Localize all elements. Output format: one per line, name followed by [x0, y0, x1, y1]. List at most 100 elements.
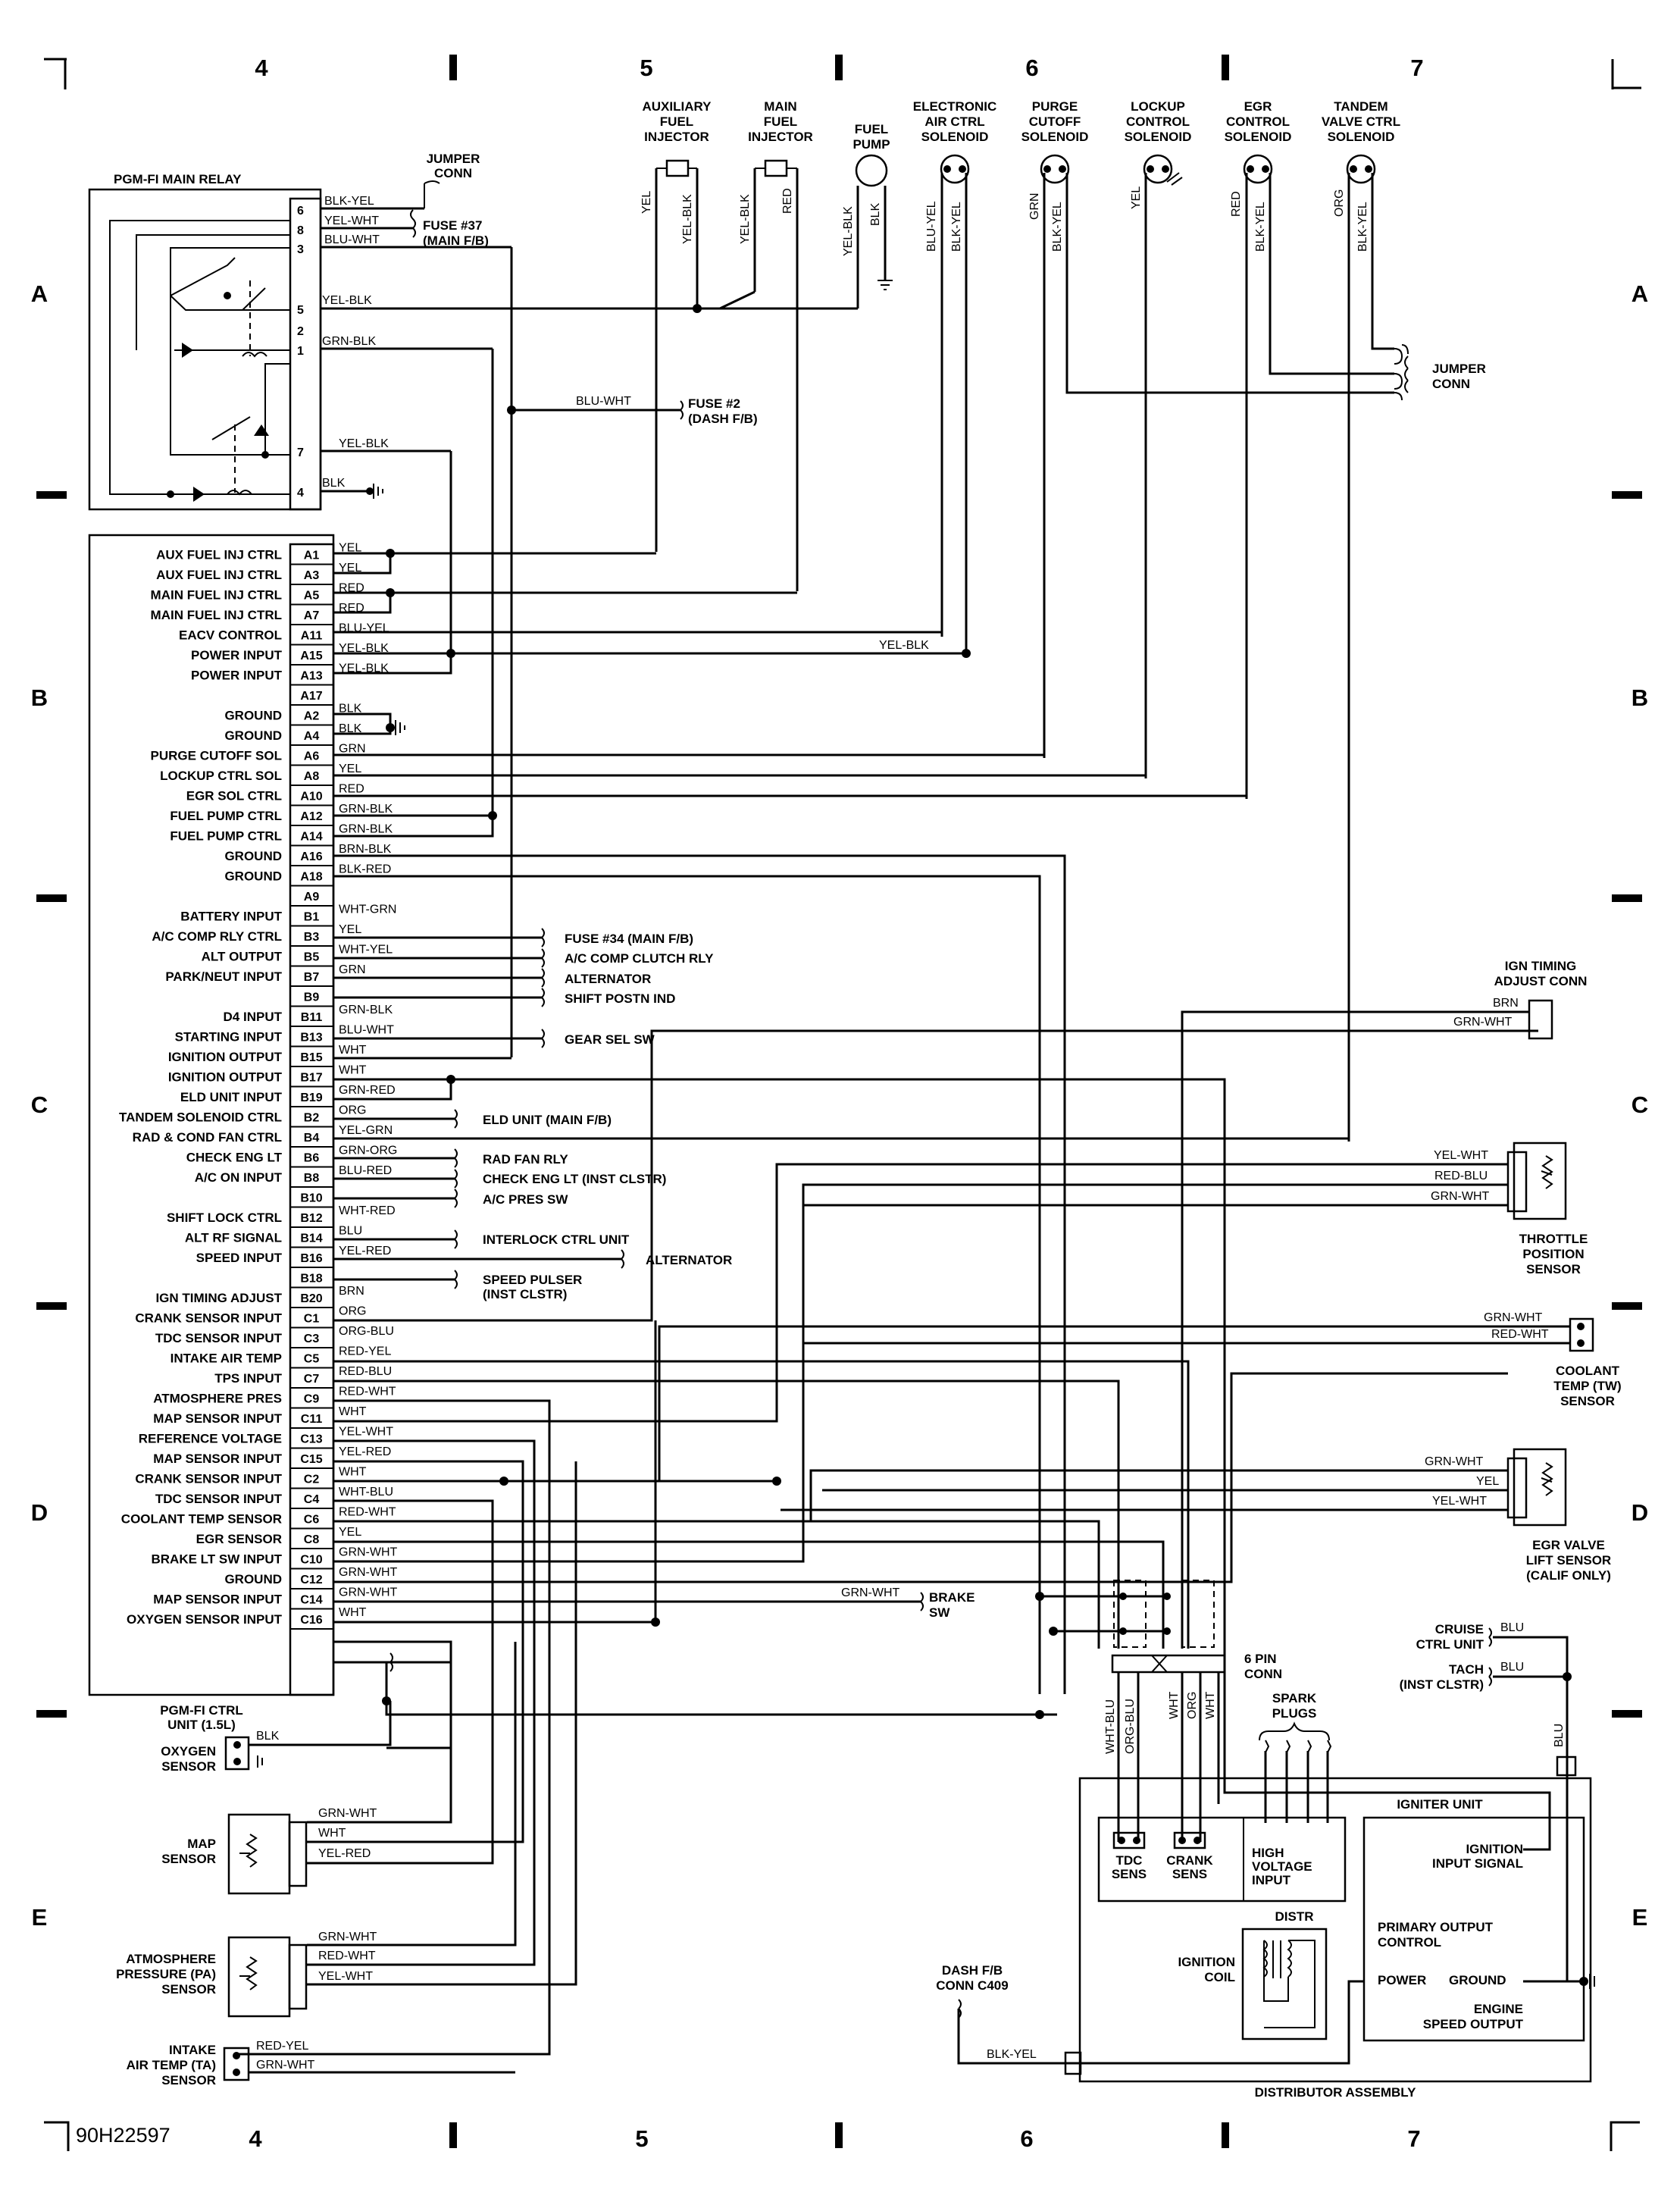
- svg-text:GRN-WHT: GRN-WHT: [318, 1807, 377, 1820]
- svg-text:ATMOSPHERE: ATMOSPHERE: [126, 1952, 216, 1966]
- ecu-pin-wire-color: YEL: [339, 541, 361, 554]
- frame-markers: [36, 55, 1642, 2151]
- svg-text:YEL-WHT: YEL-WHT: [1432, 1495, 1487, 1508]
- svg-text:CRUISE: CRUISE: [1435, 1622, 1484, 1636]
- svg-text:YEL-BLK: YEL-BLK: [681, 194, 694, 244]
- svg-text:GRN-WHT: GRN-WHT: [1431, 1190, 1490, 1203]
- ecu-pin-wire-color: BLK-RED: [339, 863, 391, 875]
- svg-text:6 PIN: 6 PIN: [1244, 1652, 1277, 1666]
- ecu-pin-label: BATTERY INPUT: [180, 909, 282, 923]
- intake-air-temp-sensor: RED-YEL GRN-WHT INTAKE AIR TEMP (TA) SEN…: [127, 2040, 515, 2087]
- svg-text:BLU: BLU: [1553, 1724, 1566, 1747]
- svg-text:SENSOR: SENSOR: [1526, 1262, 1581, 1276]
- main-relay: PGM-FI MAIN RELAY: [88, 152, 697, 511]
- svg-text:IGNITION: IGNITION: [1466, 1842, 1523, 1856]
- dest-gear-sel: GEAR SEL SW: [565, 1032, 655, 1047]
- ecu-pin-id: B14: [300, 1232, 322, 1245]
- ecu-pin-id: A3: [304, 569, 320, 582]
- ecu-pin-id: A16: [300, 850, 322, 863]
- ecu-pin-id: B16: [300, 1252, 322, 1265]
- ecu-name-2: UNIT (1.5L): [167, 1718, 236, 1732]
- svg-text:THROTTLE: THROTTLE: [1519, 1232, 1588, 1246]
- svg-text:SENSOR: SENSOR: [161, 1982, 216, 1997]
- ecu-pin-label: AUX FUEL INJ CTRL: [156, 547, 282, 562]
- ecu-pin-label: D4 INPUT: [224, 1010, 283, 1024]
- svg-text:DISTRIBUTOR ASSEMBLY: DISTRIBUTOR ASSEMBLY: [1255, 2085, 1417, 2100]
- top-components: AUXILIARY FUEL INJECTOR YEL YEL-BLK MAIN…: [640, 99, 1486, 1142]
- ecu-pin-label: PURGE CUTOFF SOL: [151, 748, 282, 763]
- svg-text:POSITION: POSITION: [1522, 1247, 1584, 1261]
- ecu-pin-wire-color: BLK: [339, 702, 362, 715]
- ecu-pin-id: B18: [300, 1272, 322, 1285]
- ecu-pin-label: ALT OUTPUT: [202, 949, 283, 963]
- svg-text:IGN TIMING: IGN TIMING: [1505, 959, 1576, 973]
- ecu-pin-wire-color: WHT: [339, 1063, 367, 1076]
- a15-wire-ext-label: YEL-BLK: [879, 639, 929, 652]
- svg-text:CUTOFF: CUTOFF: [1029, 114, 1081, 129]
- ecu-pin-id: C12: [300, 1574, 322, 1586]
- lockup-control-solenoid: LOCKUP CONTROL SOLENOID YEL: [1125, 99, 1191, 778]
- col-label-4-top: 4: [255, 55, 268, 81]
- svg-text:8: 8: [297, 224, 304, 237]
- ecu-pin-id: B9: [304, 991, 320, 1004]
- svg-text:RED: RED: [781, 188, 794, 214]
- dest-shift-postn: SHIFT POSTN IND: [565, 991, 675, 1006]
- svg-text:YEL: YEL: [640, 191, 653, 214]
- svg-text:YEL-WHT: YEL-WHT: [318, 1970, 373, 1983]
- svg-text:YEL-WHT: YEL-WHT: [1434, 1149, 1488, 1162]
- ecu-pin-row: B10: [290, 1192, 333, 1208]
- ecu-pin-label: PARK/NEUT INPUT: [165, 969, 282, 984]
- ecu-pin-wire-color: YEL-WHT: [339, 1425, 393, 1438]
- dest-rad-fan: RAD FAN RLY: [483, 1152, 568, 1167]
- svg-text:YEL-BLK: YEL-BLK: [739, 194, 752, 244]
- ecu-pin-wire-color: BRN-BLK: [339, 843, 392, 856]
- ecu-pin-id: C7: [304, 1373, 320, 1386]
- ecu-pin-id: C9: [304, 1392, 320, 1405]
- svg-text:WHT-BLU: WHT-BLU: [1104, 1699, 1117, 1754]
- relay-pin-2: 2: [297, 325, 304, 338]
- svg-text:YEL-BLK: YEL-BLK: [842, 206, 855, 256]
- svg-text:SENS: SENS: [1172, 1867, 1207, 1881]
- svg-text:4: 4: [297, 487, 304, 500]
- ecu-pin-wire-color: YEL: [339, 1526, 361, 1539]
- ecu-pin-id: C5: [304, 1352, 320, 1365]
- svg-text:FUEL: FUEL: [660, 114, 693, 129]
- ecu-pin-row: A17: [290, 690, 333, 706]
- ecu-pin-id: B11: [301, 1011, 323, 1024]
- svg-text:GRN: GRN: [1028, 193, 1041, 220]
- svg-text:IGNITER UNIT: IGNITER UNIT: [1397, 1797, 1483, 1812]
- svg-text:PURGE: PURGE: [1032, 99, 1078, 114]
- svg-text:SOLENOID: SOLENOID: [1225, 130, 1292, 144]
- svg-text:INTAKE: INTAKE: [169, 2043, 216, 2057]
- ecu-pin-wire-color: BLK: [339, 722, 362, 735]
- ecu-pin-id: A9: [304, 891, 320, 904]
- svg-text:RED-WHT: RED-WHT: [1491, 1328, 1549, 1341]
- svg-text:ORG: ORG: [1333, 189, 1346, 217]
- map-sensor: GRN-WHT WHT YEL-RED MAP SENSOR: [161, 1807, 377, 1895]
- relay-pin-4: 4 BLK: [297, 477, 370, 500]
- row-label-a-right: A: [1632, 280, 1648, 307]
- svg-text:BLK: BLK: [322, 477, 346, 490]
- ecu-pin-label: ATMOSPHERE PRES: [153, 1391, 282, 1405]
- svg-text:BLU-WHT: BLU-WHT: [324, 233, 380, 246]
- ecu-pin-id: C16: [300, 1614, 322, 1627]
- ecu-pin-row: B18: [290, 1272, 333, 1289]
- oxygen-sensor: BLK OXYGEN SENSOR: [161, 1701, 392, 1774]
- ecu-pin-label: BRAKE LT SW INPUT: [151, 1552, 282, 1566]
- dest-interlock: INTERLOCK CTRL UNIT: [483, 1232, 630, 1247]
- ecu-pin-wire-color: WHT: [339, 1044, 367, 1057]
- svg-text:GRN-WHT: GRN-WHT: [841, 1586, 900, 1599]
- svg-text:PRIMARY OUTPUT: PRIMARY OUTPUT: [1378, 1920, 1494, 1934]
- ecu-pin-id: B19: [300, 1091, 322, 1104]
